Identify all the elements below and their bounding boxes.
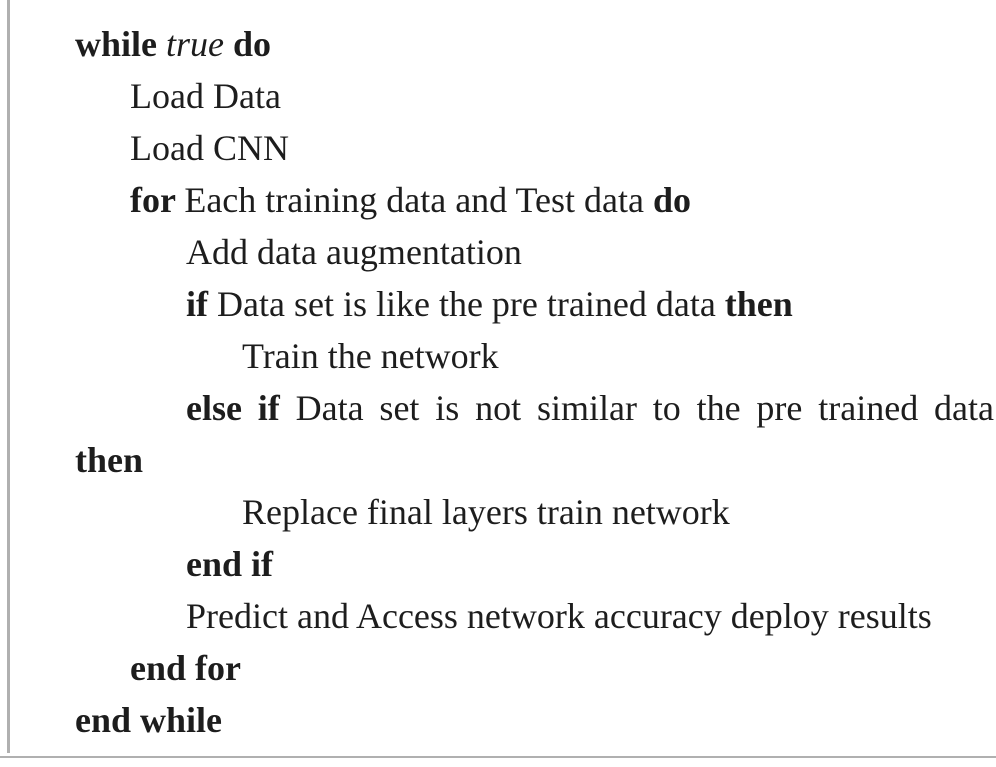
code-line: else if Data set is not similar to the p… xyxy=(186,382,994,434)
code-text: Each training data and Test data xyxy=(184,180,653,220)
code-text: Data set is not similar to the pre train… xyxy=(295,388,994,428)
code-keyword: end if xyxy=(186,544,274,584)
code-keyword: then xyxy=(724,284,793,324)
code-line: if Data set is like the pre trained data… xyxy=(186,278,996,330)
code-text: Predict and Access network accuracy depl… xyxy=(186,596,932,636)
code-keyword: end for xyxy=(130,648,241,688)
code-line: end while xyxy=(75,694,996,746)
code-keyword: end while xyxy=(75,700,223,740)
code-line: then xyxy=(75,434,996,486)
code-text: Data set is like the pre trained data xyxy=(217,284,725,324)
code-keyword: do xyxy=(233,24,272,64)
code-line: Replace final layers train network xyxy=(242,486,996,538)
code-line: end if xyxy=(186,538,996,590)
algorithm-left-rule xyxy=(7,0,10,753)
code-line: for Each training data and Test data do xyxy=(130,174,996,226)
code-text: Add data augmentation xyxy=(186,232,522,272)
code-text: Train the network xyxy=(242,336,499,376)
code-text xyxy=(224,24,233,64)
code-line: while true do xyxy=(75,18,996,70)
algorithm-bottom-rule xyxy=(0,756,996,758)
code-text: Load Data xyxy=(130,76,281,116)
code-keyword: true xyxy=(166,24,225,64)
code-line: end for xyxy=(130,642,996,694)
code-keyword: then xyxy=(75,440,144,480)
code-keyword: else if xyxy=(186,388,296,428)
code-line: Load CNN xyxy=(130,122,996,174)
code-keyword: for xyxy=(130,180,185,220)
code-keyword: if xyxy=(186,284,217,324)
code-line: Load Data xyxy=(130,70,996,122)
code-line: Predict and Access network accuracy depl… xyxy=(186,590,996,642)
code-line: Train the network xyxy=(242,330,996,382)
code-text: Load CNN xyxy=(130,128,289,168)
code-keyword: do xyxy=(652,180,691,220)
code-keyword: while xyxy=(75,24,167,64)
code-line: Add data augmentation xyxy=(186,226,996,278)
code-text: Replace final layers train network xyxy=(242,492,730,532)
